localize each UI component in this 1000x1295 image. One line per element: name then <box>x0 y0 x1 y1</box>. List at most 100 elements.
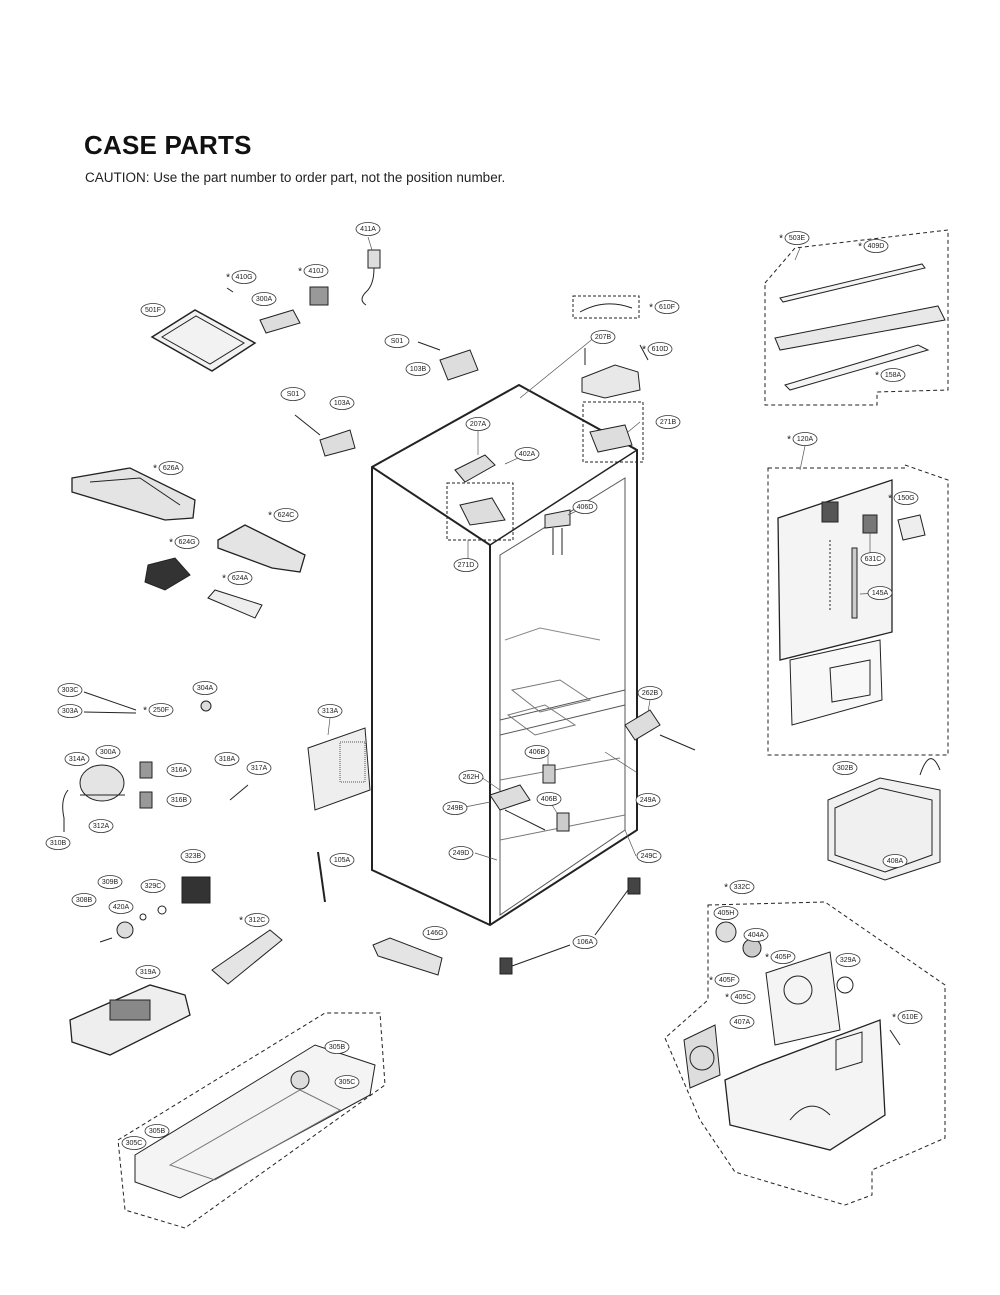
callout-oval <box>729 880 755 894</box>
part-number-label: 631C <box>865 556 882 563</box>
asterisk-marker: * <box>709 976 713 987</box>
part-callout-405f: 405F * <box>709 973 740 987</box>
part-number-label: 410J <box>308 268 323 275</box>
part-callout-405p: 405P* <box>765 950 796 964</box>
part-number-label: 262B <box>642 690 659 697</box>
callout-oval <box>867 586 893 600</box>
part-number-label: 310B <box>50 840 67 847</box>
part-callout-406b: 406B <box>536 792 562 806</box>
asterisk-marker: * <box>143 706 147 717</box>
part-callout-207b: 207B <box>590 330 616 344</box>
part-callout-407a: 407A <box>729 1015 755 1029</box>
part-callout-406d: 406D <box>572 500 598 514</box>
callout-oval <box>832 761 858 775</box>
part-number-label: 420A <box>113 904 130 911</box>
part-callout-329a: 329A <box>835 953 861 967</box>
part-callout-309b: 309B <box>97 875 123 889</box>
asterisk-marker: * <box>787 435 791 446</box>
part-number-label: 624A <box>232 575 249 582</box>
asterisk-marker: * <box>268 511 272 522</box>
callout-oval <box>590 330 616 344</box>
part-callout-406b: 406B <box>524 745 550 759</box>
callout-oval <box>148 703 174 717</box>
callout-oval <box>448 846 474 860</box>
callout-oval <box>64 752 90 766</box>
callout-oval <box>166 793 192 807</box>
callout-oval <box>45 836 71 850</box>
callout-oval <box>227 571 253 585</box>
part-number-label: 332C <box>734 884 751 891</box>
callout-oval <box>655 415 681 429</box>
asterisk-marker: * <box>724 883 728 894</box>
asterisk-marker: * <box>765 953 769 964</box>
part-number-label: 404A <box>748 932 765 939</box>
callout-oval <box>166 763 192 777</box>
part-number-label: 103A <box>334 400 351 407</box>
part-callout-310b: 310B <box>45 836 71 850</box>
part-callout-610f: 610F * <box>649 300 680 314</box>
part-callout-312a: 312A <box>88 819 114 833</box>
part-number-label: 106A <box>577 939 594 946</box>
asterisk-marker: * <box>875 371 879 382</box>
part-number-label: 405C <box>735 994 752 1001</box>
callout-oval <box>192 681 218 695</box>
callout-oval <box>536 792 562 806</box>
callout-oval <box>792 432 818 446</box>
part-callout-250f: 250F* <box>143 703 174 717</box>
part-number-label: 207A <box>470 421 487 428</box>
callout-oval <box>384 334 410 348</box>
callout-oval <box>334 1075 360 1089</box>
callout-oval <box>317 704 343 718</box>
cabinet-drawing <box>371 383 696 927</box>
callout-oval <box>863 239 889 253</box>
callout-oval <box>244 913 270 927</box>
part-callout-626a: 626A* <box>153 461 184 475</box>
callout-oval <box>108 900 134 914</box>
part-callout-610e: 610E* <box>892 1010 923 1024</box>
part-callout-405c: 405C * <box>725 990 756 1004</box>
part-callout-303a: 303A <box>57 704 83 718</box>
part-number-label: 610F <box>659 304 675 311</box>
asterisk-marker: * <box>725 993 729 1004</box>
part-number-label: 405F <box>719 977 735 984</box>
callout-oval <box>246 761 272 775</box>
part-number-label: 305C <box>339 1079 356 1086</box>
asterisk-marker: * <box>298 267 302 278</box>
part-callout-249c: 249C <box>636 849 662 863</box>
part-callout-501f: 501F <box>140 303 166 317</box>
callout-oval <box>174 535 200 549</box>
part-number-label: 406B <box>541 796 558 803</box>
callout-oval <box>572 935 598 949</box>
part-callout-249d: 249D <box>448 846 474 860</box>
callout-oval <box>422 926 448 940</box>
part-number-label: S01 <box>391 338 404 345</box>
part-number-label: 318A <box>219 756 236 763</box>
callout-oval <box>214 752 240 766</box>
part-callout-300a: 300A <box>95 745 121 759</box>
part-labels: 411A410G*410J*300A501FS01103BS01103A626A… <box>45 222 923 1150</box>
part-callout-319a: 319A <box>135 965 161 979</box>
part-number-label: 249A <box>640 797 657 804</box>
part-number-label: 305B <box>329 1044 346 1051</box>
part-number-label: 317A <box>251 765 268 772</box>
part-number-label: 302B <box>837 765 854 772</box>
part-number-label: 103B <box>410 366 427 373</box>
callout-oval <box>770 950 796 964</box>
part-callout-150g: 150G* <box>888 491 919 505</box>
callout-oval <box>324 1040 350 1054</box>
part-number-label: 305C <box>126 1140 143 1147</box>
part-number-label: 503E <box>789 235 806 242</box>
part-callout-271b: 271B <box>655 415 681 429</box>
part-number-label: S01 <box>287 391 300 398</box>
callout-oval <box>303 264 329 278</box>
part-number-label: 329A <box>840 957 857 964</box>
part-number-label: 105A <box>334 857 351 864</box>
callout-oval <box>654 300 680 314</box>
callout-oval <box>729 1015 755 1029</box>
asterisk-marker: * <box>649 303 653 314</box>
part-callout-304a: 304A <box>192 681 218 695</box>
caution-note: CAUTION: Use the part number to order pa… <box>85 170 506 185</box>
callout-oval <box>893 491 919 505</box>
part-number-label: 312A <box>93 823 110 830</box>
part-callout-420a: 420A <box>108 900 134 914</box>
